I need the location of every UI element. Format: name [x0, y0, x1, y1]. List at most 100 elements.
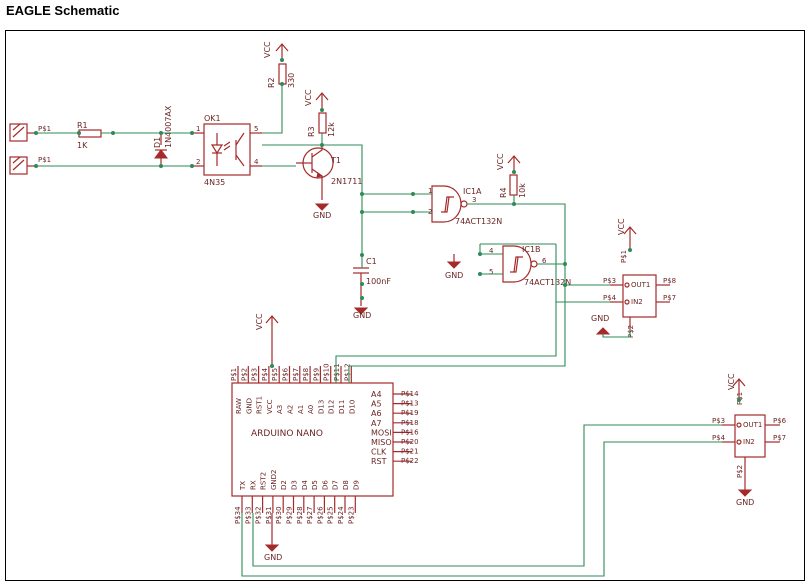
- wires: [36, 84, 722, 577]
- connector-2[interactable]: [9, 156, 36, 175]
- resistor-r1[interactable]: [78, 129, 102, 138]
- arduino-bottom-pin-label: P$33: [244, 506, 252, 524]
- arduino-nano[interactable]: [231, 382, 394, 497]
- arduino-right-pin-label: P$14: [401, 390, 419, 398]
- resistor-r2[interactable]: [278, 63, 287, 85]
- arduino-top-pin-name: A3: [276, 405, 284, 414]
- mod2-right-pin-2: P$7: [773, 434, 786, 442]
- d1-value: 1N4007AX: [164, 105, 173, 148]
- arduino-top-pin-label: P$2: [240, 368, 248, 381]
- d1-name: D1: [153, 137, 162, 148]
- mod1-right-pin-2: P$7: [663, 294, 676, 302]
- mod1-inner-2: IN2: [631, 298, 643, 306]
- sheet-frame: [5, 30, 805, 581]
- ic1b-pin6: 6: [542, 257, 547, 265]
- arduino-top-pin-label: P$7: [292, 368, 300, 381]
- arduino-right-pin-label: P$20: [401, 438, 419, 446]
- ok1-pin5: 5: [254, 125, 258, 133]
- arduino-right-pin-label: P$21: [401, 448, 419, 456]
- ok1-pin4: 4: [254, 158, 259, 166]
- arduino-top-pin-name: D12: [328, 400, 336, 414]
- arduino-right-pin-label: P$19: [401, 409, 419, 417]
- arduino-right-pin-label: P$18: [401, 419, 419, 427]
- vcc-symbol-mod1: [623, 226, 637, 250]
- arduino-bottom-pin-name: D7: [332, 480, 340, 490]
- r3-value: 12k: [327, 122, 336, 137]
- gnd-c1-label: GND: [353, 311, 371, 320]
- arduino-bottom-pins: TXP$34RXP$33RST2P$32GND2P$31D2P$30D3P$29…: [234, 469, 360, 524]
- gnd-symbol-ic1: [446, 254, 462, 269]
- r2-value: 330: [287, 73, 296, 88]
- connector-2-pin: P$1: [38, 156, 51, 164]
- arduino-bottom-pin-name: D3: [291, 480, 299, 490]
- arduino-right-pin-name: A6: [371, 409, 382, 418]
- junctions: [34, 58, 741, 402]
- arduino-top-pin-label: P$1: [230, 368, 238, 381]
- arduino-top-pin-label: P$5: [271, 368, 279, 381]
- mod1-inner-1: OUT1: [631, 281, 650, 289]
- r2-name: R2: [267, 77, 276, 88]
- mod1-right-pin-1: P$8: [663, 277, 676, 285]
- arduino-bottom-pin-label: P$27: [306, 506, 314, 524]
- mod2-right-pin-1: P$6: [773, 417, 787, 425]
- arduino-top-pins: P$1RAWP$2GNDP$3RST1P$4VCCP$5A3P$6A2P$7A1…: [230, 363, 356, 414]
- resistor-r4[interactable]: [509, 174, 518, 196]
- arduino-bottom-pin-name: D2: [280, 480, 288, 490]
- arduino-bottom-pin-label: P$30: [275, 506, 283, 524]
- arduino-bottom-pin-name: RX: [249, 480, 257, 490]
- capacitor-c1[interactable]: [353, 267, 369, 315]
- ic1a-value: 74ACT132N: [455, 217, 502, 226]
- nand-gate-ic1b[interactable]: [502, 245, 538, 283]
- module-1[interactable]: [610, 274, 670, 330]
- r1-value: 1K: [77, 141, 88, 150]
- mod1-top-pin: P$1: [620, 250, 628, 263]
- nand-gate-ic1a[interactable]: [431, 185, 468, 223]
- arduino-bottom-pin-label: P$23: [347, 506, 355, 524]
- vcc-arduino-label: VCC: [255, 313, 264, 330]
- r3-name: R3: [307, 126, 316, 137]
- c1-name: C1: [366, 257, 377, 266]
- arduino-bottom-pin-name: D6: [321, 480, 329, 490]
- arduino-top-pin-name: A0: [307, 405, 315, 414]
- arduino-top-pin-name: RAW: [235, 398, 243, 414]
- vcc-symbol-r2: [275, 43, 289, 60]
- arduino-right-pin-label: P$22: [401, 457, 419, 465]
- arduino-top-pin-label: P$4: [261, 367, 269, 381]
- arduino-top-pin-name: D11: [338, 400, 346, 414]
- gnd-ic1-label: GND: [445, 271, 463, 280]
- arduino-bottom-pin-name: RST2: [260, 472, 268, 490]
- transistor-t1[interactable]: [296, 145, 334, 200]
- vcc-r3-label: VCC: [304, 89, 313, 106]
- module-2[interactable]: [722, 414, 780, 497]
- resistor-r3[interactable]: [318, 112, 327, 134]
- arduino-bottom-pin-label: P$28: [296, 506, 304, 524]
- vcc-symbol-mod2: [732, 378, 746, 400]
- ic1b-pin4: 4: [489, 247, 494, 255]
- arduino-right-pin-name: MOSI: [371, 428, 392, 437]
- c1-value: 100nF: [366, 277, 391, 286]
- arduino-top-pin-label: P$6: [282, 367, 290, 381]
- arduino-top-pin-label: P$12: [343, 363, 351, 381]
- ic1a-pin3: 3: [472, 196, 476, 204]
- r4-name: R4: [499, 187, 508, 198]
- page-title: EAGLE Schematic: [6, 3, 120, 18]
- vcc-symbol-arduino: [265, 315, 279, 366]
- arduino-bottom-pin-label: P$29: [286, 506, 294, 524]
- gnd-symbol-t1: [314, 203, 330, 211]
- ok1-pin1: 1: [196, 125, 200, 133]
- optocoupler-ok1[interactable]: [192, 123, 262, 176]
- arduino-top-pin-name: GND: [245, 398, 253, 414]
- gnd-mod2-label: GND: [736, 498, 754, 507]
- arduino-bottom-pin-name: D9: [352, 480, 360, 490]
- ic1a-name: IC1A: [463, 187, 482, 196]
- arduino-right-pin-label: P$16: [401, 428, 419, 436]
- connector-1-pin: P$1: [38, 125, 51, 133]
- arduino-right-pin-name: RST: [371, 457, 387, 466]
- vcc-symbol-r4: [507, 155, 521, 172]
- arduino-top-pin-label: P$10: [323, 363, 331, 381]
- connector-1[interactable]: [9, 123, 36, 142]
- arduino-bottom-pin-label: P$25: [327, 506, 335, 524]
- vcc-mod1-label: VCC: [617, 218, 626, 235]
- arduino-bottom-pin-label: P$32: [255, 506, 263, 524]
